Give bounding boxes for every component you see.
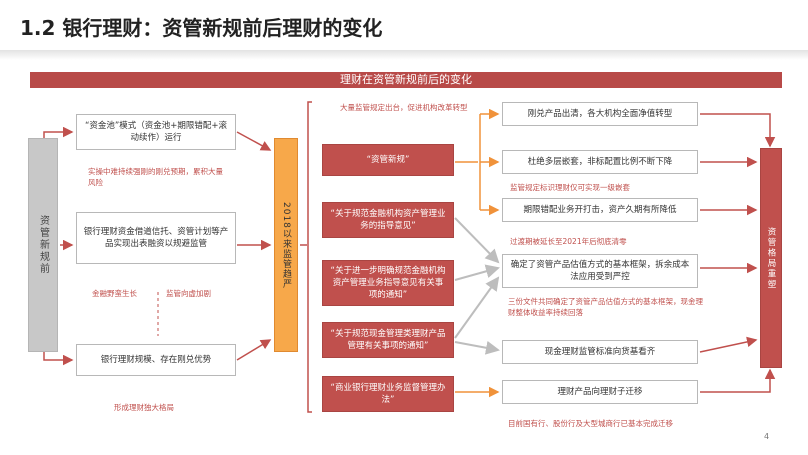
result-note-valuation: 三份文件共同确定了资管产品估值方式的基本框架，现金理财整体收益率持续回落 <box>508 297 703 317</box>
result-duration: 期限错配业务开打击，资产久期有所降低 <box>502 198 698 222</box>
reshape-label: 资管格局重塑 <box>760 148 782 368</box>
result-migration: 理财产品向理财子迁移 <box>502 380 698 404</box>
policy-clarification-notice: “关于进一步明确规范金融机构资产管理业务指导意见有关事项的通知” <box>322 260 454 306</box>
page-title: 1.2 银行理财：资管新规前后理财的变化 <box>20 16 383 40</box>
pre-box-scale-advantage: 银行理财规模、存在刚兑优势 <box>76 344 236 376</box>
policy-cash-management: “关于规范现金管理类理财产品管理有关事项的通知” <box>322 322 454 358</box>
result-nesting: 杜绝多层嵌套，非标配置比例不断下降 <box>502 150 698 174</box>
result-note-transition: 过渡期被延长至2021年后彻底清零 <box>510 237 627 246</box>
pre-note-growth: 金融野蛮生长 <box>92 289 137 298</box>
result-note-migration: 目前国有行、股份行及大型城商行已基本完成迁移 <box>508 419 673 428</box>
regulation-note: 大量监管规定出台，促进机构改革转型 <box>340 103 468 112</box>
pre-box-fund-pool: “资金池”模式（资金池+期限错配+滚动续作）运行 <box>76 114 236 150</box>
result-valuation: 确定了资管产品估值方式的基本框架，拆余成本法应用受到严控 <box>502 254 698 288</box>
pre-note-regulation-gap: 监管向虚加剧 <box>166 289 211 298</box>
regulation-tightening-label: 2018以来监管趋严 <box>274 138 298 352</box>
header-divider <box>0 50 808 60</box>
pre-box-channel-financing: 银行理财资金借道信托、资管计划等产品实现出表融资以规避监管 <box>76 212 236 264</box>
result-cash-standard: 现金理财监管标准向货基看齐 <box>502 340 698 364</box>
policy-asset-mgmt-rules: “资管新规” <box>322 144 454 176</box>
result-net-value: 刚兑产品出清，各大机构全面净值转型 <box>502 102 698 126</box>
policy-wealth-mgmt-rules: “商业银行理财业务监督管理办法” <box>322 376 454 412</box>
policy-guiding-opinions: “关于规范金融机构资产管理业务的指导意见” <box>322 202 454 238</box>
pre-note-risk: 实操中难持续强刚的刚兑预期，累积大量风险 <box>88 167 223 187</box>
pre-regulation-label: 资管新规前 <box>28 138 58 352</box>
diagram-banner: 理财在资管新规前后的变化 <box>30 72 782 88</box>
page-number: 4 <box>764 432 770 441</box>
pre-note-dominance: 形成理财独大格局 <box>114 403 174 412</box>
result-note-nesting: 监管规定标识理财仅可实现一级嵌套 <box>510 183 630 192</box>
